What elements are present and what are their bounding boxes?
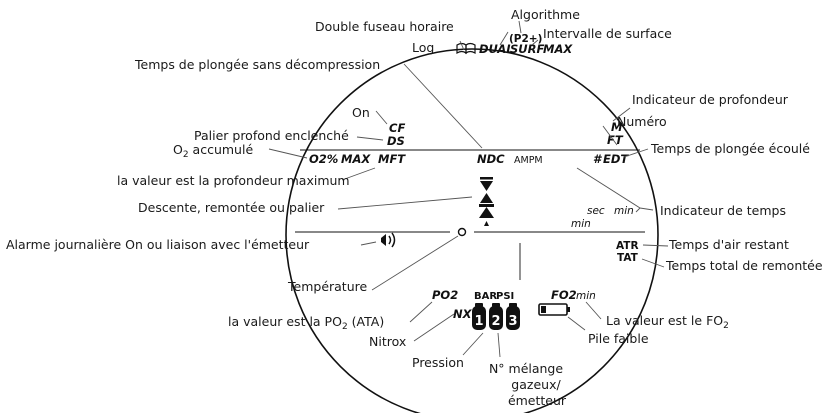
label-o2-accumule: O2 accumulé: [173, 142, 253, 160]
leader-lines: [268, 20, 669, 358]
m-segment: M: [611, 120, 623, 134]
label-alarme: Alarme journalière On ou liaison avec l'…: [6, 237, 310, 252]
tank-1-icon: 1: [472, 303, 486, 330]
edt-segment: EDT: [603, 152, 629, 166]
max-top-segment: MAX: [543, 42, 573, 56]
psi-segment: PSI: [496, 291, 514, 302]
label-indicateur-temps: Indicateur de temps: [660, 203, 786, 218]
label-po2: la valeur est la PO2 (ATA): [228, 314, 384, 332]
hash-segment: #: [593, 152, 602, 166]
tank-3-icon: 3: [506, 303, 520, 330]
po2-segment: PO2: [432, 288, 458, 302]
surf-segment: SURF: [510, 42, 544, 56]
tank-2-number: 2: [491, 314, 500, 329]
label-intervalle-surface: Intervalle de surface: [543, 26, 672, 41]
label-fo2: La valeur est le FO2: [606, 313, 729, 331]
label-pression: Pression: [412, 355, 464, 370]
label-temps-sans-deco: Temps de plongée sans décompression: [134, 57, 380, 72]
ds-segment: DS: [387, 134, 405, 148]
label-temperature: Température: [287, 279, 367, 294]
sec-segment: sec: [587, 205, 605, 217]
bar-segment: BAR: [474, 291, 497, 302]
algorithm-p2: (P2+): [509, 33, 542, 45]
display-dial: [285, 48, 659, 413]
min-b-segment: min: [571, 218, 591, 230]
nx-segment: NX: [453, 307, 473, 321]
label-melange-line2: gazeux/: [511, 377, 561, 392]
max-row-segment: MAX: [341, 152, 371, 166]
min-a-segment: min: [614, 205, 634, 217]
label-temps-total-remontee: Temps total de remontée: [665, 258, 823, 273]
label-profondeur-max: la valeur est la profondeur maximum: [117, 173, 350, 188]
label-descente: Descente, remontée ou palier: [138, 200, 325, 215]
alarm-link-icon: [381, 232, 396, 248]
label-palier-profond: Palier profond enclenché: [194, 128, 349, 143]
label-algorithme: Algorithme: [511, 7, 580, 22]
label-log: Log: [412, 40, 434, 55]
label-temps-air-restant: Temps d'air restant: [668, 237, 789, 252]
ampm-segment: AMPM: [514, 155, 543, 166]
label-nitrox: Nitrox: [369, 334, 406, 349]
label-indicateur-profondeur: Indicateur de profondeur: [632, 92, 789, 107]
o2pct-segment: O2%: [309, 152, 338, 166]
cf-segment: CF: [389, 121, 405, 135]
label-melange-line3: émetteur: [508, 393, 567, 408]
battery-low-icon: [538, 303, 570, 316]
label-temps-ecoule: Temps de plongée écoulé: [650, 141, 810, 156]
label-numero: Numéro: [617, 114, 667, 129]
temperature-dot: [457, 227, 467, 237]
tat-segment: TAT: [617, 252, 639, 264]
label-on: On: [352, 105, 370, 120]
tank-2-icon: 2: [489, 303, 503, 330]
tank-1-number: 1: [474, 314, 483, 329]
label-pile-faible: Pile faible: [588, 331, 649, 346]
dual-segment: DUAL: [479, 42, 514, 56]
mft-segment: MFT: [378, 152, 406, 166]
atr-segment: ATR: [616, 240, 639, 252]
fo2-segment: FO2: [551, 288, 577, 302]
ndc-segment: NDC: [477, 152, 505, 166]
tank-3-number: 3: [508, 314, 517, 329]
descent-ascent-arrows-icon: [479, 177, 494, 226]
label-double-fuseau: Double fuseau horaire: [315, 19, 454, 34]
label-melange-line1: N° mélange: [489, 361, 563, 376]
min-c-segment: min: [576, 290, 596, 302]
log-book-icon: [456, 42, 476, 55]
